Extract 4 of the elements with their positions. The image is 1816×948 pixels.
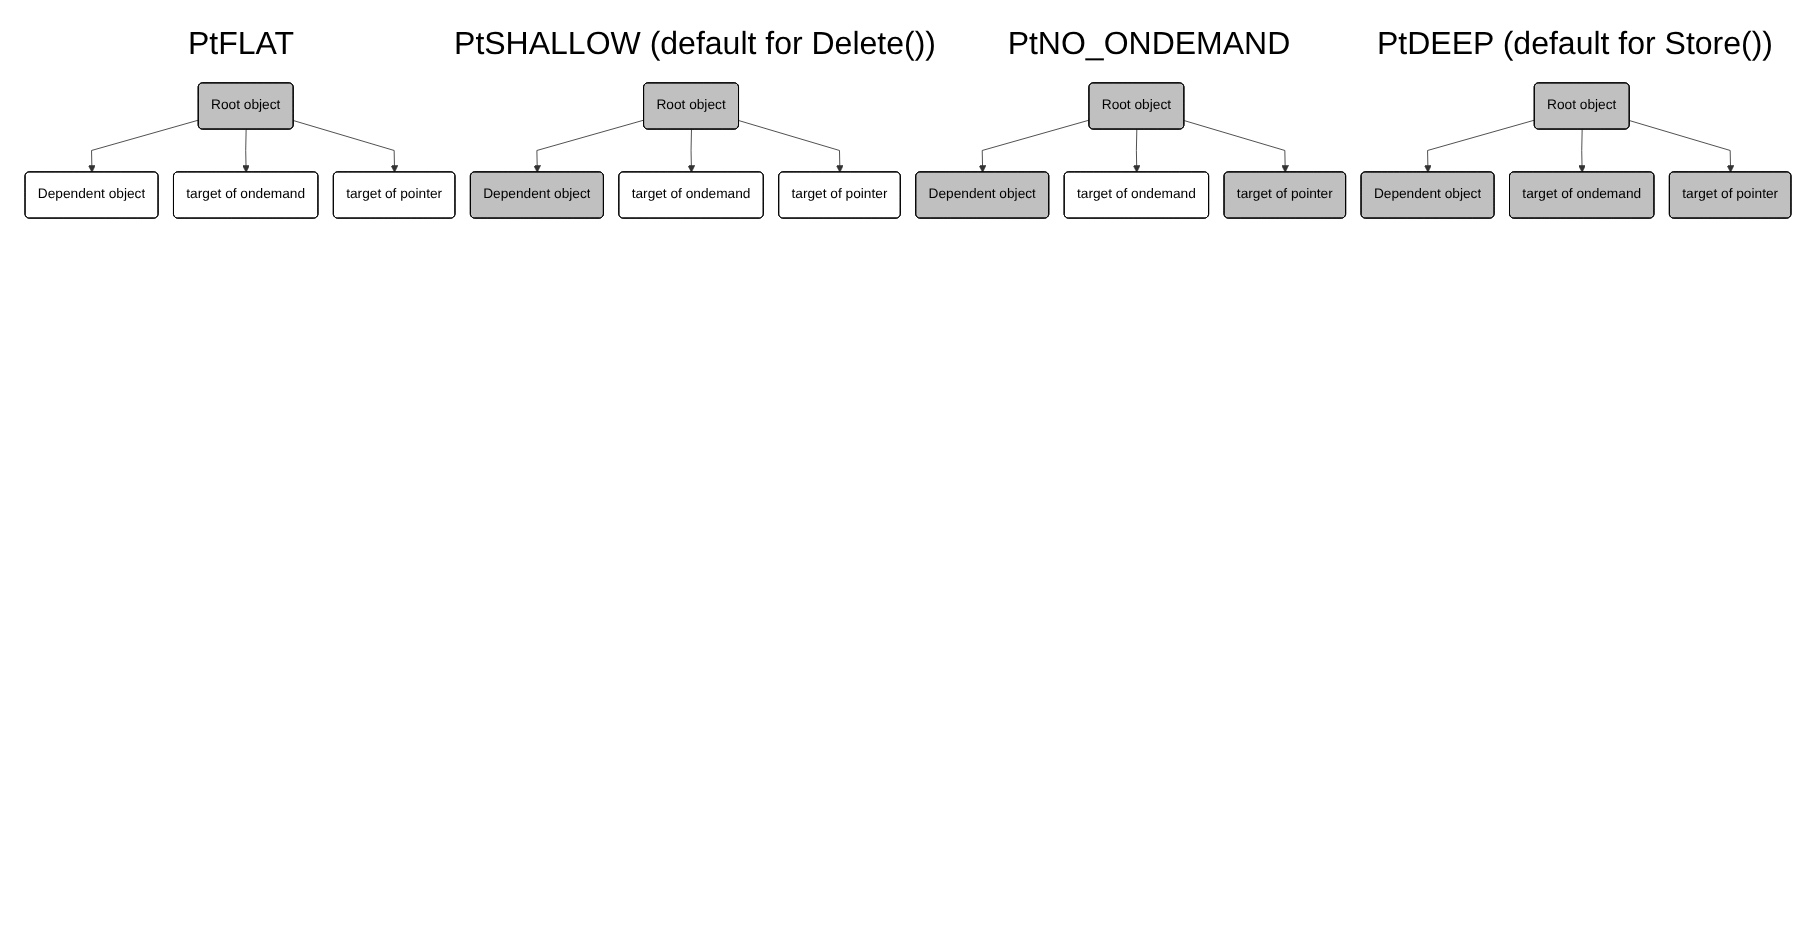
panel-heading: PtDEEP (default for Store()) bbox=[1377, 28, 1773, 62]
panel-heading: PtFLAT bbox=[187, 28, 295, 62]
panel-heading: PtSHALLOW (default for Delete()) bbox=[454, 28, 936, 62]
panel-heading: PtNO_ONDEMAND bbox=[1007, 28, 1291, 62]
